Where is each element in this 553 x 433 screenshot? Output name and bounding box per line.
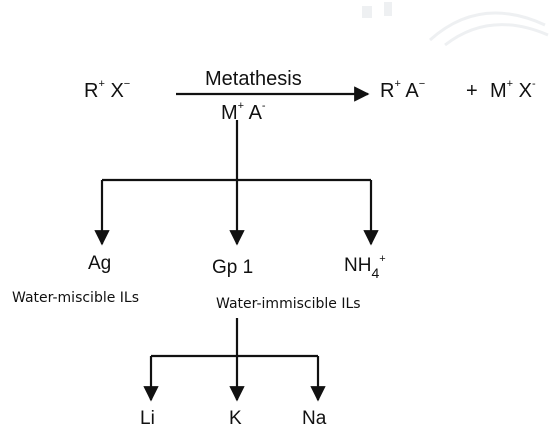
- plus-sign: +: [466, 80, 478, 102]
- product1-anion: A: [405, 80, 419, 102]
- product2-anion-charge: -: [532, 78, 536, 91]
- reagent-anion: A: [248, 102, 262, 124]
- reagent-cation-charge: +: [237, 100, 245, 113]
- watermark-graphic: [362, 2, 549, 47]
- node-k: K: [229, 408, 242, 429]
- node-nh4: NH4+: [344, 252, 386, 280]
- product1-cation: R: [380, 80, 395, 102]
- product2-cation-charge: +: [506, 78, 514, 91]
- product1-anion-charge: −: [418, 78, 426, 91]
- product-salt-1: R+ A−: [380, 78, 426, 102]
- reagent-salt: M+ A-: [221, 100, 266, 124]
- nh4-base: NH: [344, 255, 372, 276]
- reactant-cation-charge: +: [98, 78, 105, 91]
- product-salt-2: M+ X-: [490, 78, 536, 102]
- product2-cation: M: [490, 80, 507, 102]
- reagent-cation: M: [221, 102, 238, 124]
- note-water-immiscible: Water-immiscible ILs: [216, 296, 361, 312]
- nh4-charge: +: [379, 252, 386, 265]
- reagent-anion-charge: -: [261, 100, 266, 113]
- arrow-label-metathesis: Metathesis: [205, 68, 302, 90]
- node-ag: Ag: [88, 253, 112, 274]
- reactant-cation: R: [84, 80, 99, 102]
- node-na: Na: [302, 408, 327, 429]
- reactant-anion: X: [110, 80, 124, 102]
- product1-cation-charge: +: [394, 78, 401, 91]
- reactant-salt: R+ X−: [84, 78, 131, 102]
- product2-anion: X: [518, 80, 533, 102]
- node-li: Li: [140, 408, 155, 429]
- reactant-anion-charge: −: [123, 78, 131, 91]
- nh4-subscript: 4: [371, 264, 380, 281]
- node-gp1: Gp 1: [212, 257, 254, 278]
- note-water-miscible: Water-miscible ILs: [12, 290, 140, 306]
